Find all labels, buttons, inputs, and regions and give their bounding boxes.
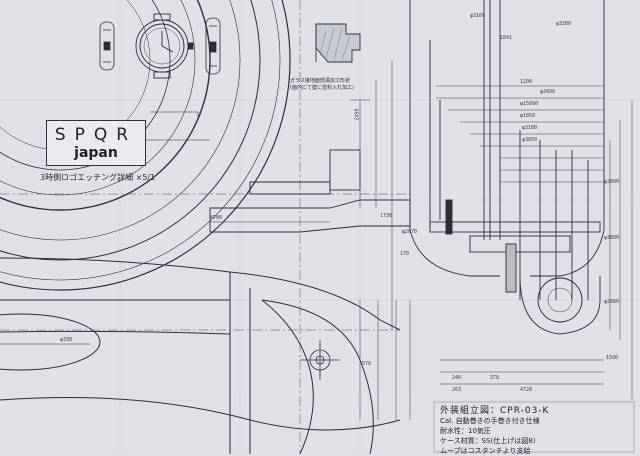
spec-movement: Cal. 自動巻きの手巻き付き仕様 <box>440 417 540 425</box>
logo-subtitle: japan <box>74 145 118 161</box>
watch-side-view-right <box>205 17 221 75</box>
dimension-label: 170 <box>400 251 410 257</box>
dimension-label: 240 <box>452 375 462 381</box>
dimension-label: φ1850 <box>520 113 536 119</box>
glass-groove-note: ガラス接地面部溝加工形状 (面内にて壁に塗料入れ加工) <box>290 78 354 92</box>
logo-caption: 3時側ロゴエッチング詳細 ×5/1 <box>40 173 156 182</box>
case-finish-label: 寒天加工 <box>444 206 450 226</box>
dimension-label: φ2670 <box>402 229 418 235</box>
title-block: 外装組立図：CPR-03-K Cal. 自動巻きの手巻き付き仕様 耐水性：10気… <box>440 406 549 456</box>
dimension-label: φ15000 <box>520 101 539 107</box>
dimension-label: φ3200 <box>556 21 572 27</box>
spec-case-material: ケース材質：SS(仕上げは図8) <box>440 437 536 445</box>
drawing-title: 外装組立図：CPR-03-K <box>440 406 550 416</box>
glass-note-line2: (面内にて壁に塗料入れ加工) <box>290 85 354 91</box>
dimension-label: 1500 <box>606 355 619 361</box>
dimension-label: 4700 <box>210 215 223 221</box>
watch-side-view-left <box>99 21 115 71</box>
case-outline-arcs <box>0 0 291 291</box>
logo-brand: SPQR <box>54 125 138 145</box>
dimension-label: φ3880 <box>604 235 620 241</box>
dimension-label: φ2980 <box>604 299 620 305</box>
dimension-label: φ3160 <box>470 13 486 19</box>
screw-bar-detail <box>300 340 340 380</box>
dimension-label: 570 <box>362 361 372 367</box>
lug-side-view <box>0 257 401 454</box>
dimension-label: 378 <box>490 375 500 381</box>
case-cross-section <box>409 0 605 335</box>
watch-front-view <box>135 13 194 79</box>
spec-movement-supply: ムーブはコスタンチより支給 <box>440 447 531 455</box>
glass-groove-profile <box>315 23 361 63</box>
dimension-label: φ330 <box>60 337 73 343</box>
title-block-frame <box>433 401 635 453</box>
dimension-label: φ2000 <box>604 179 620 185</box>
dimension-label: 2499 <box>354 108 361 121</box>
logo-etching-detail: SPQR japan <box>46 120 146 166</box>
dimension-label: φ3180 <box>522 125 538 131</box>
dimension-label: 263 <box>452 387 462 393</box>
dimension-label: 1730 <box>380 213 393 219</box>
dimension-label: φ2600 <box>540 89 556 95</box>
dimension-label: 1841 <box>500 35 513 41</box>
spec-water-resistance: 耐水性：10気圧 <box>440 427 491 435</box>
dimension-label: 4720 <box>520 387 533 393</box>
dimension-label: φ3050 <box>522 137 538 143</box>
dimension-label: 1200 <box>520 79 533 85</box>
glass-note-line1: ガラス接地面部溝加工形状 <box>290 78 350 84</box>
